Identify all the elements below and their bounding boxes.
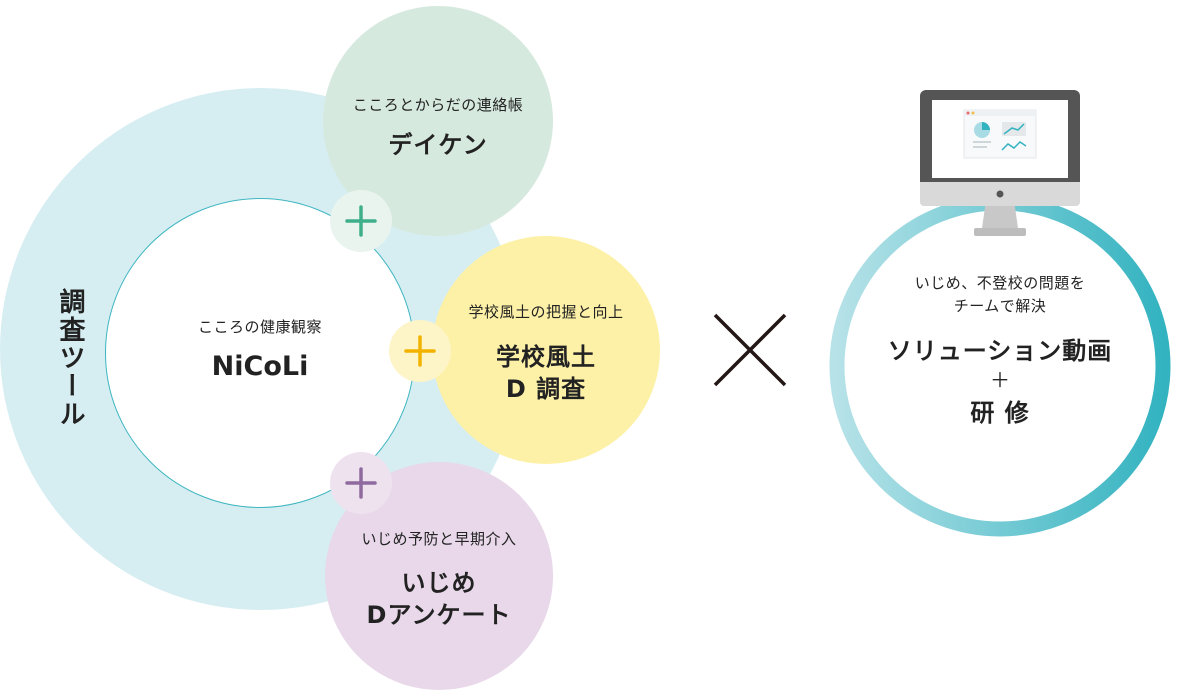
deiken-subtitle: こころとからだの連絡帳 <box>352 96 524 114</box>
solution-text-block: いじめ、不登校の問題を チームで解決 ソリューション動画 ＋ 研 修 <box>822 188 1178 544</box>
solution-title-line1: ソリューション動画 <box>887 337 1113 365</box>
solution-subtitle-line1: いじめ、不登校の問題を <box>914 274 1086 292</box>
ijime-title-line2: Dアンケート <box>366 601 512 629</box>
nicoli-title: NiCoLi <box>211 351 309 382</box>
times-icon <box>713 313 787 387</box>
school-culture-circle: 学校風土の把握と向上 学校風土 D 調査 <box>432 236 660 464</box>
ijime-title-line1: いじめ <box>401 569 477 597</box>
solution-title-line2: 研 修 <box>970 399 1030 427</box>
ijime-survey-circle: いじめ予防と早期介入 いじめ Dアンケート <box>325 462 553 690</box>
plus-icon-yellow <box>389 320 451 382</box>
school-culture-title-line2: D 調査 <box>505 375 587 403</box>
ijime-subtitle: いじめ予防と早期介入 <box>361 530 517 548</box>
plus-icon-green <box>330 190 392 252</box>
nicoli-subtitle: こころの健康観察 <box>197 318 322 336</box>
monitor-icon <box>920 90 1080 236</box>
solution-subtitle-line2: チームで解決 <box>953 297 1047 315</box>
school-culture-title-line1: 学校風土 <box>496 343 596 371</box>
school-culture-subtitle: 学校風土の把握と向上 <box>468 303 624 321</box>
plus-icon-purple <box>330 452 392 514</box>
deiken-title: デイケン <box>388 131 488 159</box>
solution-plus: ＋ <box>990 368 1010 392</box>
survey-tools-label: 調査ツール <box>55 288 85 428</box>
